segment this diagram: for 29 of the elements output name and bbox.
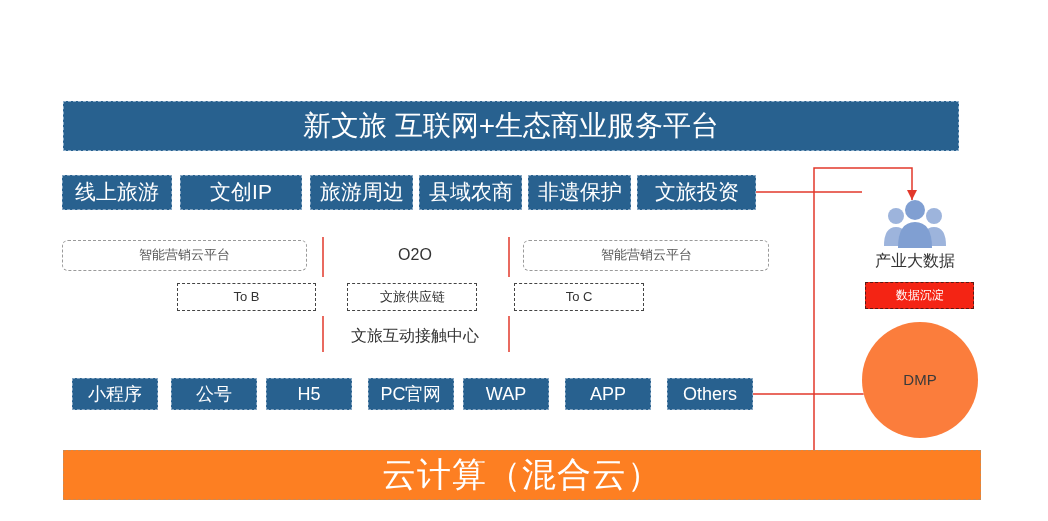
- connector-line: [755, 191, 863, 193]
- category-tile: 非遗保护: [528, 175, 631, 210]
- channel-tile: APP: [565, 378, 651, 410]
- cloud-banner: 云计算（混合云）: [63, 450, 981, 500]
- people-icon: [884, 200, 946, 248]
- circle-node: DMP: [862, 322, 978, 438]
- platform-box: 智能营销云平台: [62, 240, 307, 271]
- category-tile: 文旅投资: [637, 175, 756, 210]
- caption-text: 产业大数据: [874, 251, 956, 271]
- dashed-box: 文旅供应链: [347, 283, 477, 311]
- text-label: 文旅互动接触中心: [340, 322, 490, 350]
- channel-tile: WAP: [463, 378, 549, 410]
- arrow: [813, 167, 917, 451]
- category-tile: 线上旅游: [62, 175, 172, 210]
- channel-tile: 公号: [171, 378, 257, 410]
- dashed-box: To C: [514, 283, 644, 311]
- text-label: O2O: [380, 240, 450, 271]
- status-tag: 数据沉淀: [865, 282, 974, 309]
- channel-tile: H5: [266, 378, 352, 410]
- channel-tile: PC官网: [368, 378, 454, 410]
- channel-tile: 小程序: [72, 378, 158, 410]
- dashed-box: To B: [177, 283, 316, 311]
- category-tile: 旅游周边: [310, 175, 413, 210]
- title-banner: 新文旅 互联网+生态商业服务平台: [63, 101, 959, 151]
- category-tile: 文创IP: [180, 175, 302, 210]
- category-tile: 县域农商: [419, 175, 522, 210]
- platform-box: 智能营销云平台: [523, 240, 769, 271]
- channel-tile: Others: [667, 378, 753, 410]
- connector-line: [752, 393, 865, 395]
